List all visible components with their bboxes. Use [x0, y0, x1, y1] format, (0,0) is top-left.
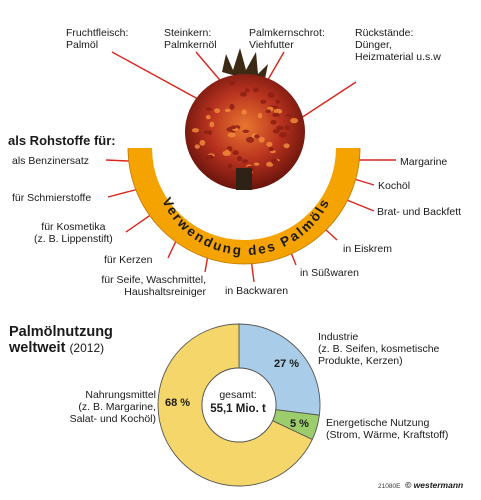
label-kosmetika: für Kosmetika(z. B. Lippenstift)	[34, 221, 113, 245]
publisher-brand: © westermann	[405, 480, 464, 490]
label-bratfett: Brat- und Backfett	[377, 206, 462, 218]
donut-center: gesamt: 55,1 Mio. t	[210, 389, 266, 415]
arc-label: Verwendung des Palmöls	[159, 195, 333, 258]
pct-energie: 5 %	[290, 418, 309, 430]
usage-title: Palmölnutzung weltweit (2012)	[9, 324, 113, 356]
palm-fruit-bunch	[185, 48, 305, 190]
label-eiskrem: in Eiskrem	[343, 243, 393, 255]
label-palmkernoel: Steinkern:Palmkernöl	[164, 27, 217, 51]
label-rueckstaende: Rückstände:Dünger,Heizmaterial u.s.w	[355, 27, 441, 63]
label-margarine: Margarine	[400, 156, 448, 168]
pct-nahrungsmittel: 68 %	[165, 397, 191, 409]
legend-nahrungsmittel: Nahrungsmittel(z. B. Margarine,Salat- un…	[69, 389, 156, 425]
usage-arc-band	[128, 148, 360, 264]
usage-donut-chart	[157, 323, 321, 487]
line-rueckstaende	[297, 81, 357, 121]
label-kochoel: Kochöl	[378, 180, 411, 192]
label-backwaren: in Backwaren	[225, 285, 289, 297]
legend-energie: Energetische Nutzung(Strom, Wärme, Kraft…	[326, 417, 449, 441]
label-seife: für Seife, Waschmittel,Haushaltsreiniger	[101, 274, 206, 298]
usage-year: (2012)	[69, 341, 105, 355]
label-viehfutter: Palmkernschrot:Viehfutter	[249, 27, 325, 51]
label-palmoel: Fruchtfleisch:Palmöl	[66, 27, 129, 51]
credit-code: 21080E	[378, 483, 401, 490]
label-benzinersatz: als Benzinersatz	[12, 155, 90, 167]
pct-industrie: 27 %	[274, 358, 300, 370]
label-schmierstoffe: für Schmierstoffe	[12, 192, 92, 204]
donut-hole	[201, 367, 277, 443]
label-suesswaren: in Süßwaren	[300, 267, 359, 279]
label-kerzen: für Kerzen	[104, 254, 153, 266]
rohstoffe-heading: als Rohstoffe für:	[8, 133, 116, 148]
